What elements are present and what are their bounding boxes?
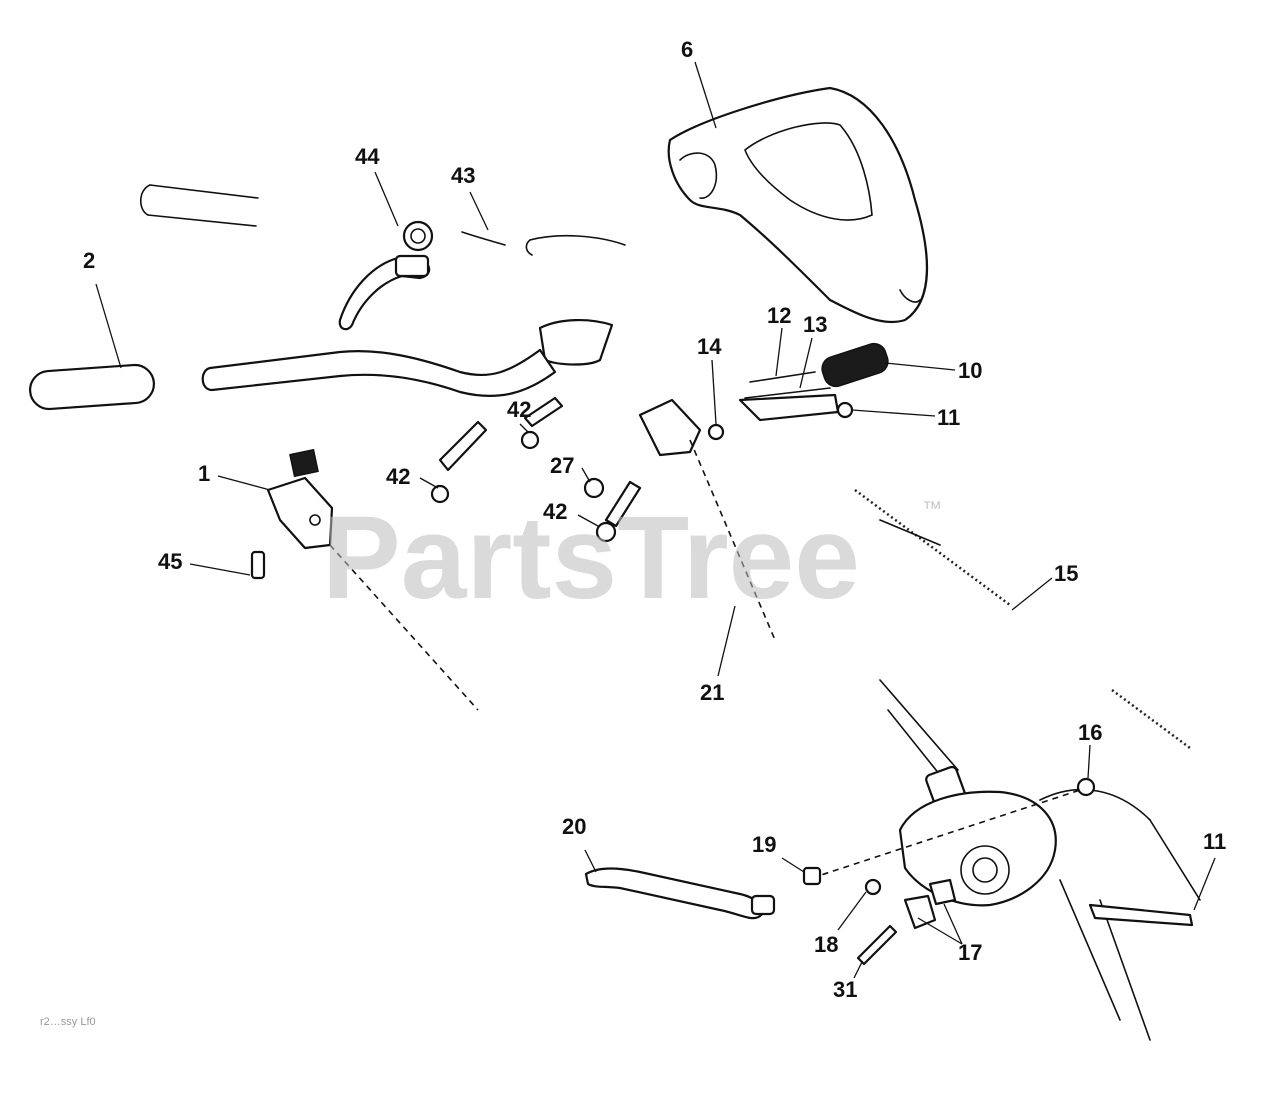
part-washer-18	[864, 878, 882, 896]
part-frame-rail	[854, 488, 1011, 607]
callout-10: 10	[958, 358, 982, 383]
callout-27: 27	[550, 453, 574, 478]
part-control-rod	[329, 544, 479, 711]
part-nut-16	[1076, 777, 1096, 797]
leader-lines	[95, 61, 1216, 979]
callout-42-left: 42	[386, 464, 410, 489]
part-pin-31	[856, 924, 898, 966]
callout-11-lower: 11	[1203, 829, 1226, 854]
callout-20: 20	[562, 814, 586, 839]
callout-14: 14	[697, 334, 722, 359]
footer-drawing-code: r2…ssy Lf0	[40, 1016, 96, 1028]
part-lower-shaft	[879, 679, 967, 811]
part-grip	[29, 363, 155, 411]
part-upper-handle-block	[525, 234, 626, 366]
part-control-grip	[821, 342, 889, 388]
callout-19: 19	[752, 832, 776, 857]
callout-17: 17	[958, 940, 982, 965]
part-clip-11	[1088, 903, 1194, 927]
part-transmission-housing	[898, 688, 1201, 1041]
callout-15: 15	[1054, 561, 1078, 586]
callout-31: 31	[833, 977, 857, 1002]
callout-44: 44	[355, 144, 380, 169]
part-spacer-17	[903, 878, 957, 930]
part-console-cover	[667, 86, 928, 324]
callout-16: 16	[1078, 720, 1102, 745]
callout-11-upper: 11	[937, 405, 960, 430]
part-handlebar	[201, 348, 557, 398]
part-bolt-45	[250, 550, 266, 580]
callout-43: 43	[451, 163, 475, 188]
watermark-trademark: ™	[922, 498, 942, 520]
part-brake-lever	[338, 220, 434, 331]
callout-1: 1	[198, 461, 210, 486]
part-bushing-19	[802, 866, 822, 886]
watermark-brand: PartsTree	[322, 492, 860, 624]
part-upper-tube	[139, 184, 259, 227]
callout-21: 21	[700, 680, 724, 705]
part-nut-27	[583, 477, 605, 499]
part-control-lever	[638, 371, 854, 457]
callout-45: 45	[158, 549, 182, 574]
part-cable-43	[461, 231, 506, 246]
callout-13: 13	[803, 312, 827, 337]
callout-12: 12	[767, 303, 791, 328]
callout-18: 18	[814, 932, 838, 957]
part-shift-rod	[689, 439, 776, 641]
part-axle-line	[811, 789, 1081, 879]
callout-42-lower: 42	[543, 499, 567, 524]
callout-42-upper: 42	[507, 397, 531, 422]
callout-6: 6	[681, 37, 693, 62]
callout-2: 2	[83, 248, 95, 273]
part-bolt-42	[430, 396, 642, 543]
part-lower-rod	[584, 867, 776, 920]
